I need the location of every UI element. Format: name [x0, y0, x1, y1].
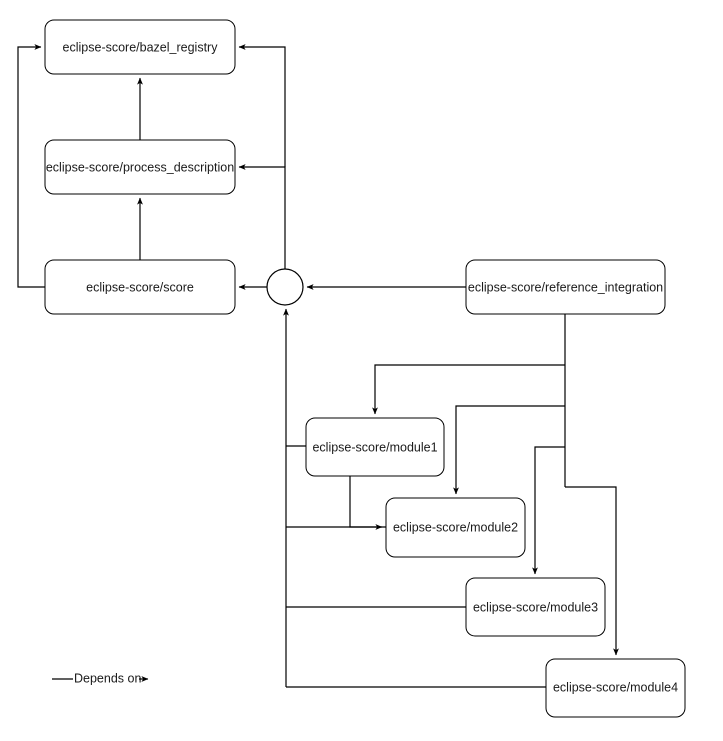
node-label-module2: eclipse-score/module2	[393, 520, 518, 534]
fan-in-junction	[266, 268, 304, 306]
node-process_description[interactable]: eclipse-score/process_description	[44, 139, 236, 195]
node-box-reference_integration[interactable]	[465, 259, 666, 315]
edge-reference_integration-to-module4	[565, 486, 619, 656]
nodes-layer: eclipse-score/bazel_registry eclipse-sco…	[44, 19, 686, 718]
node-score[interactable]: eclipse-score/score	[44, 259, 236, 315]
node-module2[interactable]: eclipse-score/module2	[385, 497, 526, 558]
node-box-module1[interactable]	[305, 417, 445, 477]
node-label-module4: eclipse-score/module4	[553, 680, 678, 694]
node-reference_integration[interactable]: eclipse-score/reference_integration	[465, 259, 666, 315]
edge-score-to-bazel_registry	[17, 44, 45, 288]
node-label-process_description: eclipse-score/process_description	[46, 160, 234, 174]
edge-junction-to-bazel_registry	[238, 44, 286, 167]
edge-module1-to-module2	[349, 476, 383, 530]
node-box-score[interactable]	[44, 259, 236, 315]
node-label-module3: eclipse-score/module3	[473, 600, 598, 614]
legend: Depends on	[52, 671, 149, 685]
node-box-module3[interactable]	[465, 577, 606, 637]
edge-reference_integration-to-module1	[372, 364, 565, 415]
edges-layer	[17, 44, 619, 688]
node-box-process_description[interactable]	[44, 139, 236, 195]
node-label-module1: eclipse-score/module1	[312, 440, 437, 454]
node-module4[interactable]: eclipse-score/module4	[545, 658, 686, 718]
node-label-bazel_registry: eclipse-score/bazel_registry	[63, 40, 219, 54]
node-box-module4[interactable]	[545, 658, 686, 718]
edge-reference_integration-to-module2	[453, 405, 565, 495]
node-label-reference_integration: eclipse-score/reference_integration	[468, 280, 663, 294]
edge-junction-to-process_description	[238, 164, 286, 269]
node-box-bazel_registry[interactable]	[44, 19, 236, 75]
node-module3[interactable]: eclipse-score/module3	[465, 577, 606, 637]
node-label-score: eclipse-score/score	[86, 280, 194, 294]
legend-label: Depends on	[74, 671, 141, 685]
node-box-module2[interactable]	[385, 497, 526, 558]
node-module1[interactable]: eclipse-score/module1	[305, 417, 445, 477]
node-bazel_registry[interactable]: eclipse-score/bazel_registry	[44, 19, 236, 75]
edge-reference_integration-to-module3	[532, 446, 565, 575]
